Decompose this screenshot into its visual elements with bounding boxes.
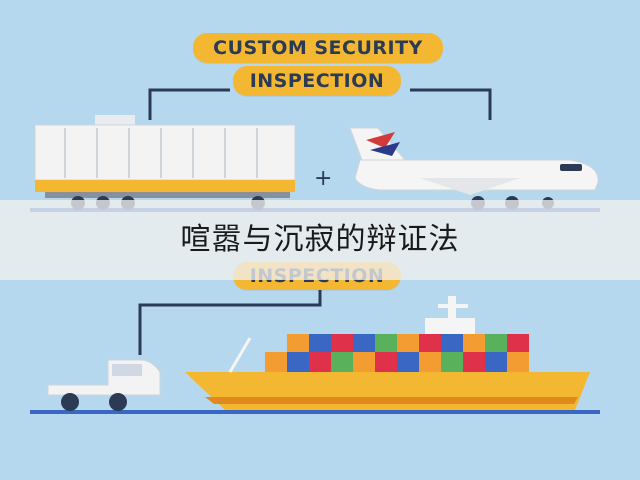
inspection-label-top: INSPECTION [233, 66, 401, 96]
banner-title: 喧嚣与沉寂的辩证法 [180, 222, 460, 257]
connector-lines-top [148, 88, 492, 120]
plus-sign: + [314, 166, 333, 191]
connector-line-bottom [138, 290, 322, 355]
airplane-icon [349, 127, 599, 210]
container-stack [265, 334, 529, 372]
truck-icon [47, 359, 161, 411]
cargo-ship-icon [185, 296, 590, 410]
train-icon [34, 115, 296, 210]
custom-security-label: CUSTOM SECURITY [193, 33, 443, 63]
title-banner [0, 200, 640, 280]
